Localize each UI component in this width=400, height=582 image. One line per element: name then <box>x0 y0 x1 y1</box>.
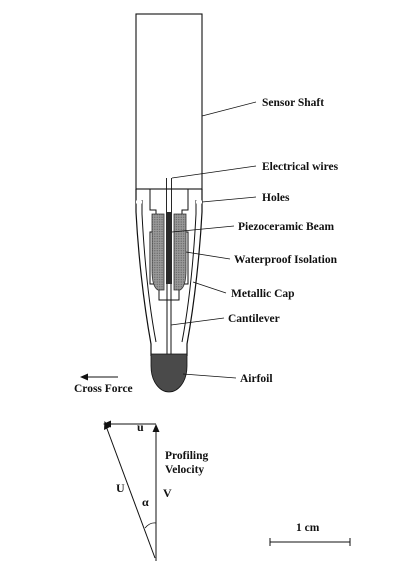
arrowhead-v-icon <box>152 424 160 432</box>
label-holes: Holes <box>262 192 290 204</box>
velocity-triangle: u U V α Profiling Velocity <box>103 420 208 561</box>
metallic-cap-outer <box>135 189 152 356</box>
metallic-cap-inner-left <box>141 200 157 343</box>
leader-lines <box>170 101 257 379</box>
label-profiling: Profiling <box>165 450 208 462</box>
airfoil <box>150 353 188 393</box>
metallic-cap-outer-right <box>186 189 203 356</box>
label-cross-force: Cross Force <box>74 383 133 395</box>
leader-cantilever <box>170 317 225 326</box>
arrowhead-left-icon <box>80 373 88 381</box>
alpha-arc <box>144 522 157 529</box>
leader-metallic-cap <box>192 281 227 294</box>
label-cantilever: Cantilever <box>228 313 280 325</box>
label-velocity: Velocity <box>165 464 204 476</box>
leader-waterproof-isolation <box>185 251 231 260</box>
scale-bar-label: 1 cm <box>296 522 320 534</box>
arrowhead-U-icon <box>104 421 110 430</box>
scale-bar: 1 cm <box>269 522 351 546</box>
cross-force-arrow <box>80 373 118 381</box>
leader-sensor-shaft <box>201 101 257 117</box>
leader-airfoil <box>182 373 237 379</box>
labels: Sensor Shaft Electrical wires Holes Piez… <box>74 97 339 395</box>
label-airfoil: Airfoil <box>240 373 273 385</box>
label-metallic-cap: Metallic Cap <box>231 288 295 300</box>
label-alpha: α <box>142 495 149 509</box>
label-piezoceramic-beam: Piezoceramic Beam <box>238 221 335 233</box>
label-u: u <box>137 420 144 434</box>
sensor-shaft <box>135 13 203 190</box>
piezoceramic-beam <box>166 212 172 284</box>
vector-U <box>105 425 156 559</box>
label-U: U <box>116 481 125 495</box>
leader-piezoceramic-beam <box>171 225 235 233</box>
label-sensor-shaft: Sensor Shaft <box>262 97 324 109</box>
label-waterproof-isolation: Waterproof Isolation <box>234 254 338 266</box>
waterproof-isolation <box>151 213 165 291</box>
metallic-cap-inner-right <box>181 200 197 343</box>
label-V: V <box>163 486 172 500</box>
label-electrical-wires: Electrical wires <box>262 161 339 173</box>
leader-electrical-wires <box>171 165 257 179</box>
sensor-body <box>135 13 203 393</box>
leader-holes <box>201 196 257 203</box>
waterproof-isolation-right <box>173 213 187 291</box>
